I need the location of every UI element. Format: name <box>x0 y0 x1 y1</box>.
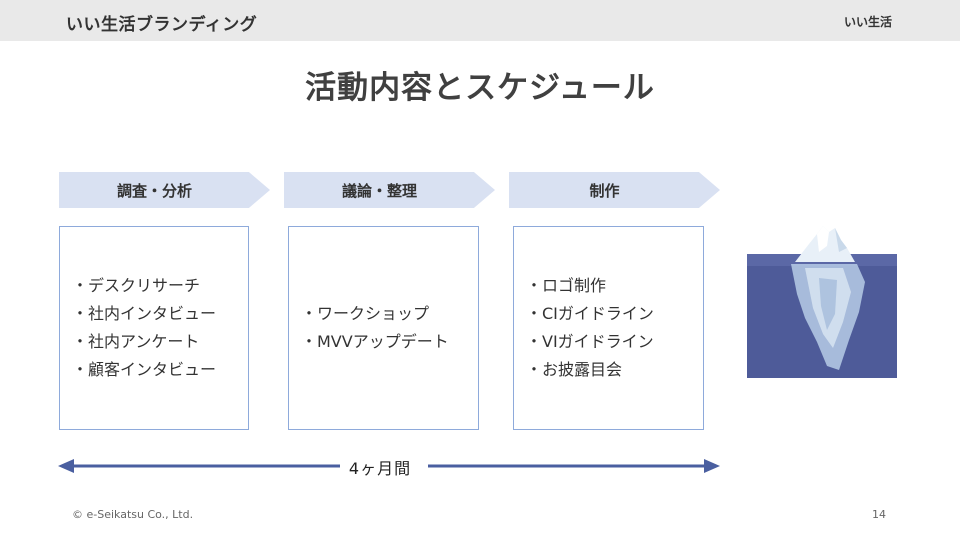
activity-list: ・ワークショップ ・MVVアップデート <box>289 300 449 356</box>
phase-header-discussion: 議論・整理 <box>284 172 495 208</box>
list-item: ・社内アンケート <box>72 332 200 351</box>
phase-header-production: 制作 <box>509 172 720 208</box>
activity-list: ・ロゴ制作 ・CIガイドライン ・VIガイドライン ・お披露目会 <box>514 272 654 384</box>
header-logo: いい生活 <box>843 15 892 29</box>
phase-label: 制作 <box>589 181 620 200</box>
header-title: いい生活ブランディング <box>66 15 258 35</box>
page-number: 14 <box>872 508 886 521</box>
timeline-duration-label: 4ヶ月間 <box>348 459 412 478</box>
activity-list: ・デスクリサーチ ・社内インタビュー ・社内アンケート ・顧客インタビュー <box>60 272 216 384</box>
list-item: ・顧客インタビュー <box>72 360 217 379</box>
page-title: 活動内容とスケジュール <box>305 70 655 106</box>
iceberg-image <box>747 222 897 378</box>
list-item: ・ロゴ制作 <box>526 276 607 295</box>
phase-box-production: ・ロゴ制作 ・CIガイドライン ・VIガイドライン ・お披露目会 <box>513 226 704 430</box>
phase-label: 調査・分析 <box>116 181 192 200</box>
phase-header-research: 調査・分析 <box>59 172 270 208</box>
list-item: ・MVVアップデート <box>301 332 449 351</box>
list-item: ・ワークショップ <box>301 304 430 323</box>
list-item: ・VIガイドライン <box>526 332 654 351</box>
top-bar: いい生活ブランディング いい生活 <box>0 0 960 41</box>
timeline-arrow-left <box>58 459 340 473</box>
list-item: ・デスクリサーチ <box>72 276 201 295</box>
list-item: ・CIガイドライン <box>526 304 654 323</box>
phase-box-research: ・デスクリサーチ ・社内インタビュー ・社内アンケート ・顧客インタビュー <box>59 226 249 430</box>
phase-label: 議論・整理 <box>341 181 417 200</box>
timeline-arrow-right <box>428 459 720 473</box>
copyright: © e-Seikatsu Co., Ltd. <box>72 508 194 521</box>
list-item: ・社内インタビュー <box>72 304 217 323</box>
phase-box-discussion: ・ワークショップ ・MVVアップデート <box>288 226 479 430</box>
list-item: ・お披露目会 <box>526 360 623 379</box>
